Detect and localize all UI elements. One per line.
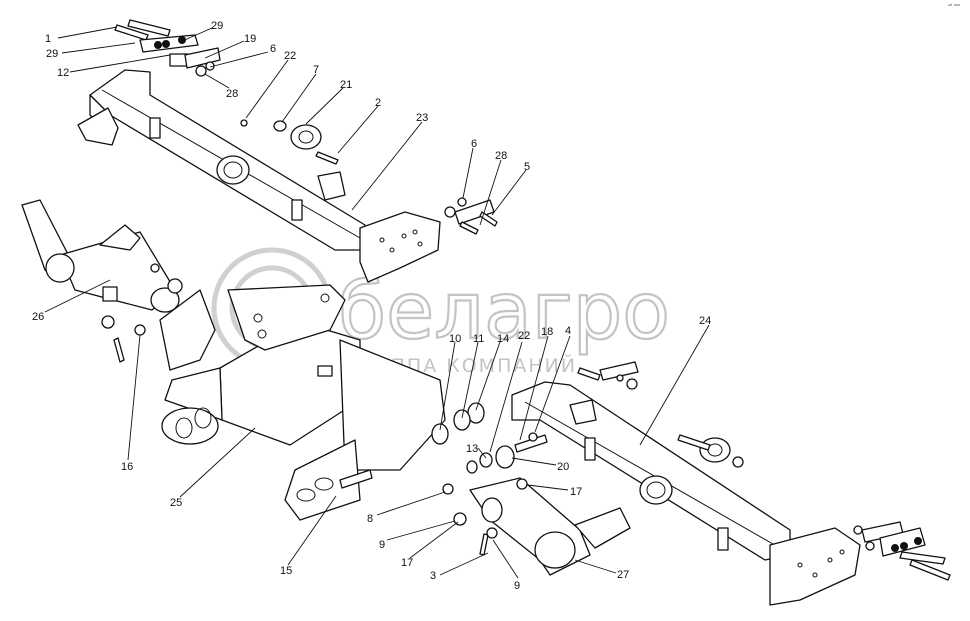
callout-label: 15 bbox=[280, 565, 292, 577]
swing-lever bbox=[469, 477, 631, 576]
callout-label: 22 bbox=[284, 50, 296, 62]
callout-label: 19 bbox=[244, 33, 256, 45]
callout-label: 1 bbox=[45, 33, 51, 45]
callout-label: 23 bbox=[416, 112, 428, 124]
watermark-brand-text: белагро bbox=[338, 267, 670, 357]
callout-label: 4 bbox=[565, 325, 571, 337]
callout-label: 21 bbox=[340, 79, 352, 91]
callout-label: 16 bbox=[121, 461, 133, 473]
callout-label: 29 bbox=[211, 20, 223, 32]
callout-label: 7 bbox=[313, 64, 319, 76]
callout-label: 14 bbox=[497, 333, 509, 345]
callout-label: 8 bbox=[367, 513, 373, 525]
callout-labels: 1 29 12 29 19 6 22 28 7 21 2 23 6 28 5 2… bbox=[32, 20, 711, 592]
callout-label: 27 bbox=[617, 569, 629, 581]
callout-label: 2 bbox=[375, 97, 381, 109]
callout-label: 6 bbox=[270, 43, 276, 55]
callout-label: 28 bbox=[495, 150, 507, 162]
callout-label: 9 bbox=[514, 580, 520, 592]
callout-label: 3 bbox=[430, 570, 436, 582]
corner-mark: ᵃᴿ ⁰⁰⁰ bbox=[948, 4, 960, 10]
callout-label: 10 bbox=[449, 333, 461, 345]
callout-label: 5 bbox=[524, 161, 530, 173]
callout-label: 28 bbox=[226, 88, 238, 100]
hydraulic-cylinder bbox=[21, 199, 180, 313]
callout-label: 24 bbox=[699, 315, 711, 327]
callout-label: 9 bbox=[379, 539, 385, 551]
callout-label: 20 bbox=[557, 461, 569, 473]
leader-lines bbox=[44, 26, 710, 579]
callout-label: 13 bbox=[466, 443, 478, 455]
callout-label: 11 bbox=[473, 333, 484, 345]
callout-label: 17 bbox=[570, 486, 582, 498]
lower-frame-beam bbox=[511, 381, 861, 606]
callout-label: 6 bbox=[471, 138, 477, 150]
central-hitch-housing bbox=[159, 284, 446, 521]
callout-label: 26 bbox=[32, 311, 44, 323]
callout-label: 25 bbox=[170, 497, 182, 509]
callout-label: 17 bbox=[401, 557, 413, 569]
watermark-logo: белагро ГРУППА КОМПАНИЙ bbox=[211, 247, 671, 377]
callout-label: 12 bbox=[57, 67, 69, 79]
upper-frame-beam bbox=[77, 69, 441, 283]
callout-label: 22 bbox=[518, 330, 530, 342]
callout-label: 18 bbox=[541, 326, 553, 338]
callout-label: 29 bbox=[46, 48, 58, 60]
fastener-hardware bbox=[101, 19, 951, 581]
